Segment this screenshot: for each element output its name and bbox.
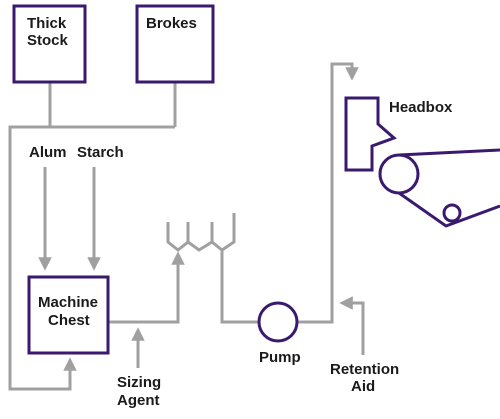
- headbox-body: [344, 96, 397, 172]
- alum-label: Alum: [29, 144, 67, 161]
- headbox-label: Headbox: [389, 99, 453, 116]
- thick-stock-label-line2: Stock: [27, 32, 69, 49]
- starch-label: Starch: [77, 144, 124, 161]
- stock-loop-pipe: [8, 125, 175, 391]
- manifold-branch-pipe-2: [211, 213, 236, 252]
- machine-chest-box: [27, 275, 110, 355]
- machine-chest-label-line2: Chest: [48, 312, 90, 329]
- pump-label: Pump: [259, 349, 301, 366]
- pump-feed-pipe: [220, 250, 259, 324]
- sizing-agent-label-line1: Sizing: [117, 374, 161, 391]
- pump-discharge-pipe: [297, 62, 359, 324]
- machine-chest-label-line1: Machine: [38, 294, 98, 311]
- retention-aid-arrow: [339, 296, 365, 355]
- thick-stock-label-line1: Thick: [27, 15, 67, 32]
- retention-aid-label-line1: Retention: [330, 361, 399, 378]
- forming-wire: [398, 148, 500, 228]
- retention-aid-label-line2: Aid: [351, 378, 375, 395]
- chest-outlet-pipe: [108, 251, 185, 324]
- sizing-agent-label-line2: Agent: [117, 392, 160, 409]
- couch-roll: [442, 203, 462, 223]
- brokes-label: Brokes: [146, 15, 197, 32]
- pump-icon: [257, 301, 299, 343]
- manifold-branch-pipe: [187, 222, 214, 252]
- breast-roll: [378, 153, 420, 195]
- manifold-pipe: [166, 222, 190, 252]
- brokes-box: [135, 4, 215, 84]
- thick-stock-box: [12, 4, 87, 84]
